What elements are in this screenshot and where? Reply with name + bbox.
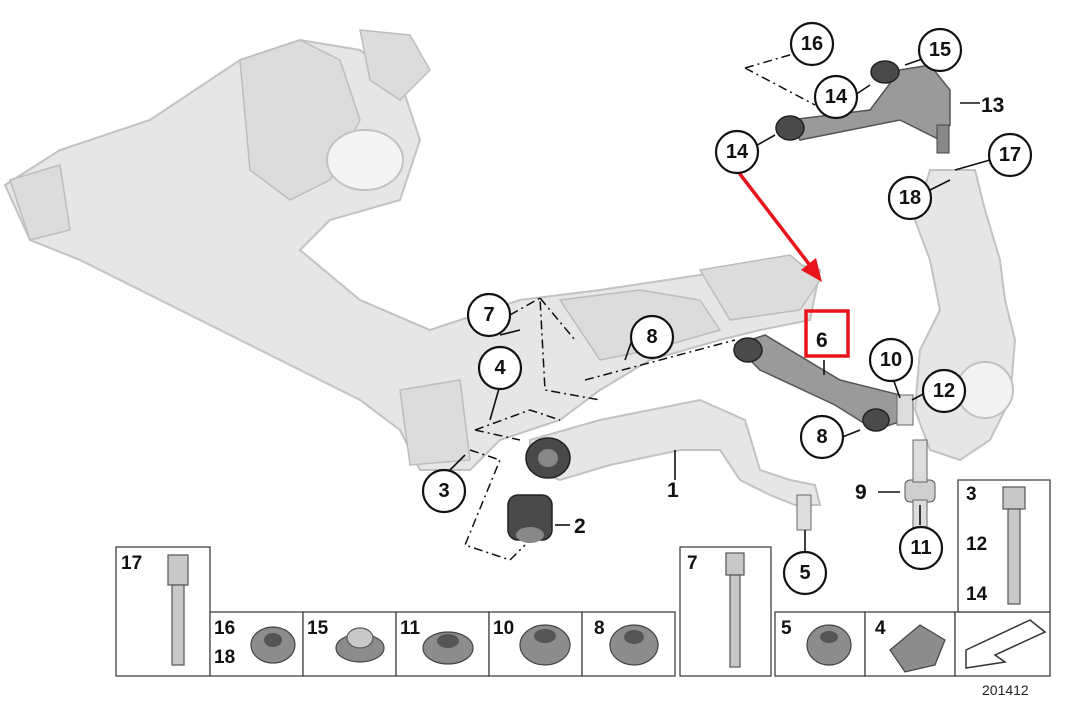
callout-17[interactable]: 17 [987, 132, 1033, 178]
callout-14-upper[interactable]: 14 [813, 74, 859, 120]
upper-wishbone [775, 60, 951, 154]
callout-18[interactable]: 18 [887, 175, 933, 221]
hardware-cell-3-12-14[interactable]: 3 12 14 [957, 479, 1051, 613]
lower-wishbone [525, 398, 822, 531]
group-line-4 [474, 409, 561, 441]
svg-text:17: 17 [121, 553, 142, 574]
svg-text:14: 14 [825, 86, 848, 108]
steering-knuckle [913, 169, 1017, 462]
rubber-mount [507, 494, 553, 543]
callout-10[interactable]: 10 [868, 337, 914, 383]
hardware-cell-8[interactable]: 8 [581, 611, 676, 677]
callout-4[interactable]: 4 [477, 345, 523, 391]
group-line-7 [509, 296, 601, 401]
svg-text:4: 4 [494, 357, 506, 379]
svg-text:10: 10 [880, 349, 902, 371]
group-line-8 [584, 339, 736, 381]
callout-12[interactable]: 12 [921, 368, 967, 414]
group-line-3 [464, 449, 526, 561]
svg-text:12: 12 [933, 380, 955, 402]
callout-8-upper[interactable]: 8 [629, 314, 675, 360]
svg-text:14: 14 [726, 141, 749, 163]
callout-14-lower[interactable]: 14 [714, 129, 760, 175]
hardware-cell-4[interactable]: 4 [864, 611, 956, 677]
label-9[interactable]: 9 [855, 481, 867, 504]
tension-strut [733, 334, 914, 432]
svg-text:10: 10 [493, 618, 514, 639]
label-6[interactable]: 6 [816, 329, 828, 352]
callout-11[interactable]: 11 [898, 525, 944, 571]
label-13[interactable]: 13 [981, 94, 1004, 117]
svg-text:16: 16 [214, 618, 235, 639]
svg-text:7: 7 [483, 304, 494, 326]
svg-text:7: 7 [687, 553, 698, 574]
svg-text:5: 5 [799, 562, 810, 584]
hardware-cell-15[interactable]: 15 [302, 611, 397, 677]
callout-15[interactable]: 15 [917, 27, 963, 73]
svg-text:3: 3 [966, 484, 977, 505]
svg-text:3: 3 [438, 480, 449, 502]
svg-text:16: 16 [801, 33, 823, 55]
hardware-table: 17 16 18 15 11 10 [115, 479, 1051, 677]
svg-text:17: 17 [999, 144, 1021, 166]
callout-3[interactable]: 3 [421, 468, 467, 514]
hardware-cell-16-18[interactable]: 16 18 [209, 611, 304, 677]
svg-text:11: 11 [910, 537, 931, 559]
svg-text:12: 12 [966, 534, 987, 555]
callout-16[interactable]: 16 [789, 21, 835, 67]
highlight-box [804, 309, 850, 358]
svg-text:11: 11 [400, 618, 421, 639]
svg-text:18: 18 [214, 647, 235, 668]
group-line-16 [744, 51, 816, 106]
front-axle-subframe [3, 29, 822, 471]
svg-text:8: 8 [646, 326, 657, 348]
hardware-cell-7[interactable]: 7 [679, 546, 772, 677]
svg-text:15: 15 [929, 39, 951, 61]
label-2[interactable]: 2 [574, 515, 586, 538]
svg-text:8: 8 [816, 426, 827, 448]
diagram-reference-number: 201412 [982, 682, 1029, 698]
svg-text:5: 5 [781, 618, 792, 639]
label-1[interactable]: 1 [667, 479, 679, 502]
svg-text:18: 18 [899, 187, 921, 209]
svg-text:15: 15 [307, 618, 329, 639]
hardware-cell-10[interactable]: 10 [488, 611, 583, 677]
callout-8-lower[interactable]: 8 [799, 414, 845, 460]
svg-text:8: 8 [594, 618, 605, 639]
hardware-cell-arrow[interactable] [954, 611, 1051, 677]
hardware-cell-17[interactable]: 17 [115, 546, 211, 677]
callout-5[interactable]: 5 [782, 550, 828, 596]
svg-text:14: 14 [966, 584, 988, 605]
callout-7[interactable]: 7 [466, 292, 512, 338]
hardware-cell-5[interactable]: 5 [774, 611, 866, 677]
arrow-icon [965, 619, 1047, 669]
svg-text:4: 4 [875, 618, 886, 639]
hardware-cell-11[interactable]: 11 [395, 611, 490, 677]
